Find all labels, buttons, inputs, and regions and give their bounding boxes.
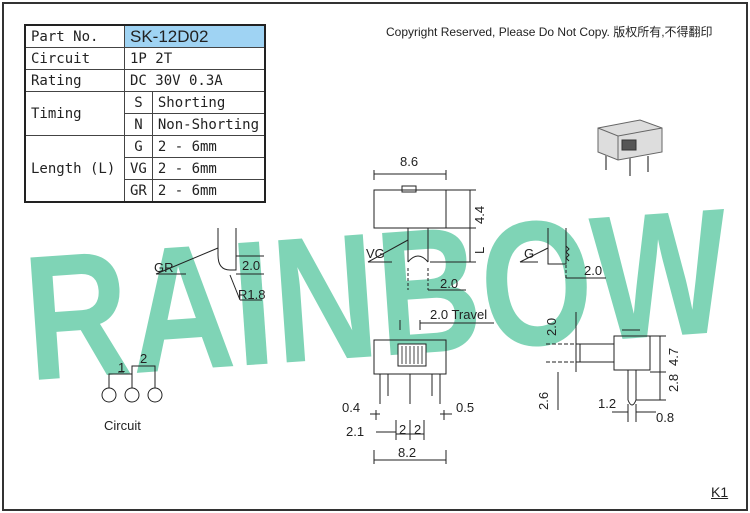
- circuit-diagram: [101, 365, 163, 403]
- side-0-8: 0.8: [656, 410, 674, 425]
- length-value: 2 - 6mm: [151, 179, 266, 203]
- side-1-2: 1.2: [598, 396, 616, 411]
- gr-actuator-detail: [155, 228, 264, 301]
- length-row: VG 2 - 6mm: [25, 157, 266, 180]
- length-row: Length (L) G 2 - 6mm: [24, 135, 266, 203]
- side-4-7: 4.7: [666, 348, 681, 366]
- vg-front-view: [367, 170, 476, 291]
- product-photo: [597, 119, 663, 176]
- timing-label: Timing: [24, 91, 125, 136]
- pin-front-view: [370, 320, 494, 464]
- length-code: VG: [124, 157, 153, 180]
- length-code: GR: [124, 179, 153, 203]
- length-value: 2 - 6mm: [151, 135, 266, 158]
- spec-table: Part No. SK-12D02 Circuit 1P 2T Rating D…: [24, 24, 267, 203]
- width-8-6: 8.6: [400, 154, 418, 169]
- dim-2-1: 2.1: [346, 424, 364, 439]
- length-l: L: [472, 247, 487, 254]
- watermark-text: RAINBOW: [18, 171, 735, 419]
- length-label: Length (L): [24, 135, 125, 203]
- sheet-id: K1: [711, 484, 729, 500]
- dim-0-5: 0.5: [456, 400, 474, 415]
- length-value: 2 - 6mm: [151, 157, 266, 180]
- timing-value: Shorting: [151, 91, 266, 114]
- side-view: [546, 312, 666, 422]
- travel-label: 2.0 Travel: [430, 307, 487, 322]
- g-dim: 2.0: [584, 263, 602, 278]
- vg-label: VG: [366, 246, 385, 261]
- height-4-4: 4.4: [472, 206, 487, 224]
- side-2-0: 2.0: [544, 318, 559, 336]
- timing-row: N Non-Shorting: [25, 113, 266, 136]
- g-actuator-detail: [519, 228, 606, 280]
- circuit-value: 1P 2T: [124, 47, 266, 70]
- rating-value: DC 30V 0.3A: [124, 69, 266, 92]
- g-label: G: [524, 246, 534, 261]
- side-2-8: 2.8: [666, 374, 681, 392]
- pin-2-label: 2: [140, 351, 147, 366]
- dim-2-a: 2: [399, 422, 406, 437]
- dim-2-b: 2: [414, 422, 421, 437]
- vg-dim: 2.0: [440, 276, 458, 291]
- part-no-row: Part No. SK-12D02: [24, 24, 266, 48]
- gr-radius: R1.8: [238, 287, 265, 302]
- dim-8-2: 8.2: [398, 445, 416, 460]
- circuit-caption: Circuit: [104, 418, 141, 433]
- dim-0-4: 0.4: [342, 400, 360, 415]
- pin-1-label: 1: [118, 360, 125, 375]
- copyright-notice: Copyright Reserved, Please Do Not Copy. …: [386, 25, 713, 39]
- gr-label: GR: [154, 260, 174, 275]
- side-2-6: 2.6: [536, 392, 551, 410]
- rating-row: Rating DC 30V 0.3A: [24, 69, 266, 92]
- gr-dim: 2.0: [242, 258, 260, 273]
- timing-row: Timing S Shorting: [24, 91, 266, 136]
- length-row: GR 2 - 6mm: [25, 179, 266, 203]
- part-no-label: Part No.: [24, 24, 125, 48]
